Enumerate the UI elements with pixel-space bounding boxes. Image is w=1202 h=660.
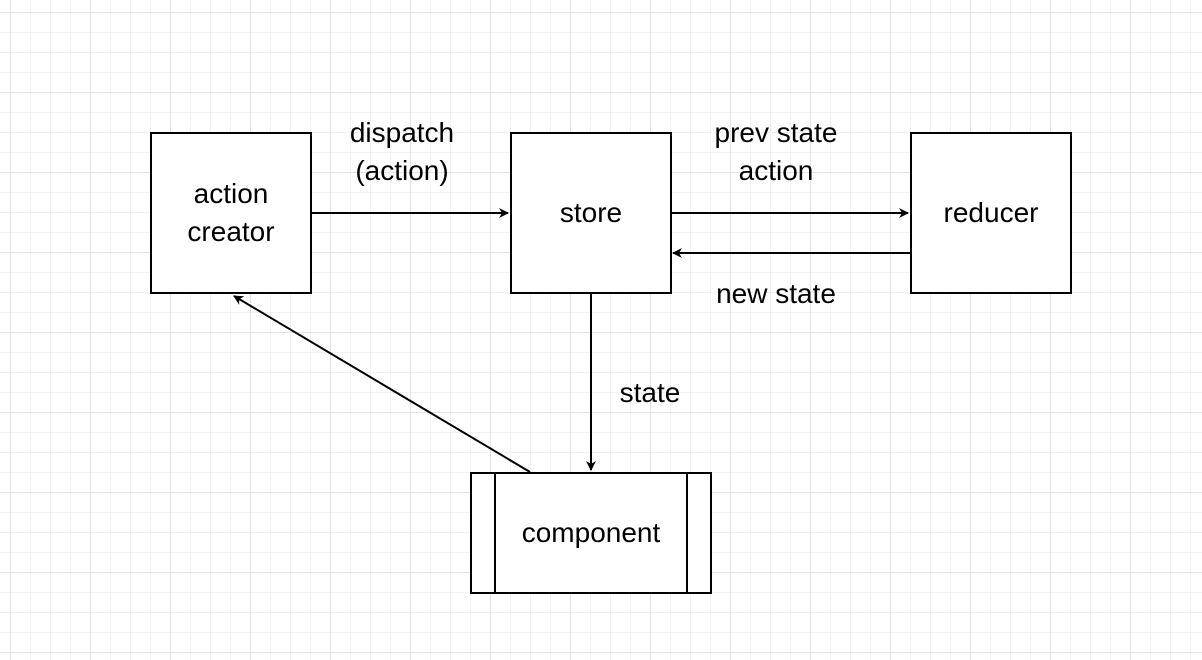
- edge-component-to-creator[interactable]: [233, 295, 531, 473]
- edge-label-line: state: [619, 377, 681, 408]
- node-label-line: action: [193, 178, 269, 209]
- node-action-creator-label: action creator: [187, 175, 274, 251]
- node-reducer[interactable]: reducer: [910, 132, 1072, 294]
- subprocess-right-bar: [686, 474, 688, 592]
- edge-label-line: dispatch: [349, 117, 455, 148]
- edge-label-state: state: [600, 374, 700, 412]
- node-label-line: creator: [187, 216, 275, 247]
- edge-label-line: action: [738, 155, 814, 186]
- node-component[interactable]: component: [470, 472, 712, 594]
- node-reducer-label: reducer: [943, 197, 1039, 228]
- node-component-label: component: [521, 517, 661, 548]
- edge-label-dispatch: dispatch (action): [312, 114, 492, 190]
- edge-label-new-state: new state: [686, 275, 866, 313]
- edge-label-prev-state: prev state action: [686, 114, 866, 190]
- node-action-creator[interactable]: action creator: [150, 132, 312, 294]
- edge-label-line: prev state: [714, 117, 838, 148]
- node-store[interactable]: store: [510, 132, 672, 294]
- subprocess-left-bar: [494, 474, 496, 592]
- edge-label-line: (action): [355, 155, 449, 186]
- node-store-label: store: [559, 197, 623, 228]
- edge-label-line: new state: [716, 278, 836, 309]
